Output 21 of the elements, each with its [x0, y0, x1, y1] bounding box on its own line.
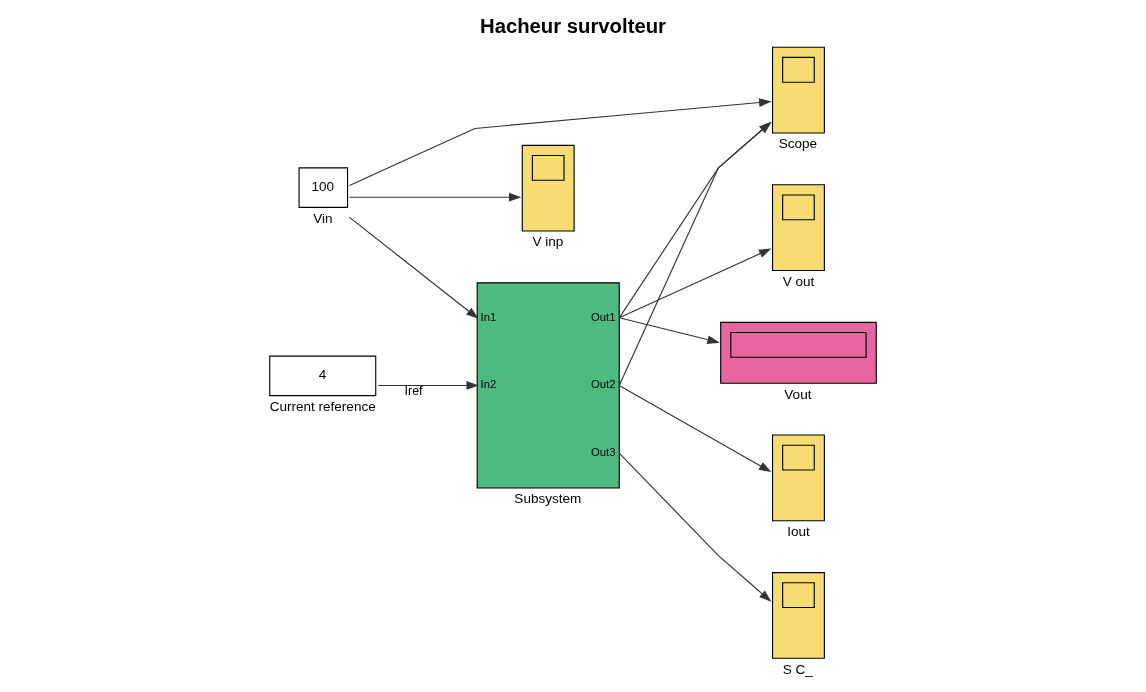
node-label: Current reference [269, 398, 376, 414]
node-label: S C_ [782, 661, 813, 677]
node-label: V out [782, 273, 815, 289]
node-label: Iout [787, 524, 810, 540]
arrow [348, 98, 772, 187]
arrow [618, 121, 772, 319]
diagram-title: Hacheur survolteur [480, 14, 666, 37]
edge-label: Iref [404, 384, 423, 399]
arrow [618, 384, 772, 473]
arrow [618, 248, 772, 319]
arrow [618, 121, 772, 386]
node-label: V inp [532, 234, 564, 250]
arrow [618, 452, 772, 602]
arrow [618, 317, 720, 344]
node-label: Vout [784, 386, 812, 402]
node-label: Vin [313, 210, 333, 226]
node-label: Scope [778, 136, 818, 152]
node-label: Subsystem [514, 491, 582, 507]
arrow [348, 192, 522, 202]
arrow [348, 216, 479, 319]
arrow [377, 381, 479, 390]
